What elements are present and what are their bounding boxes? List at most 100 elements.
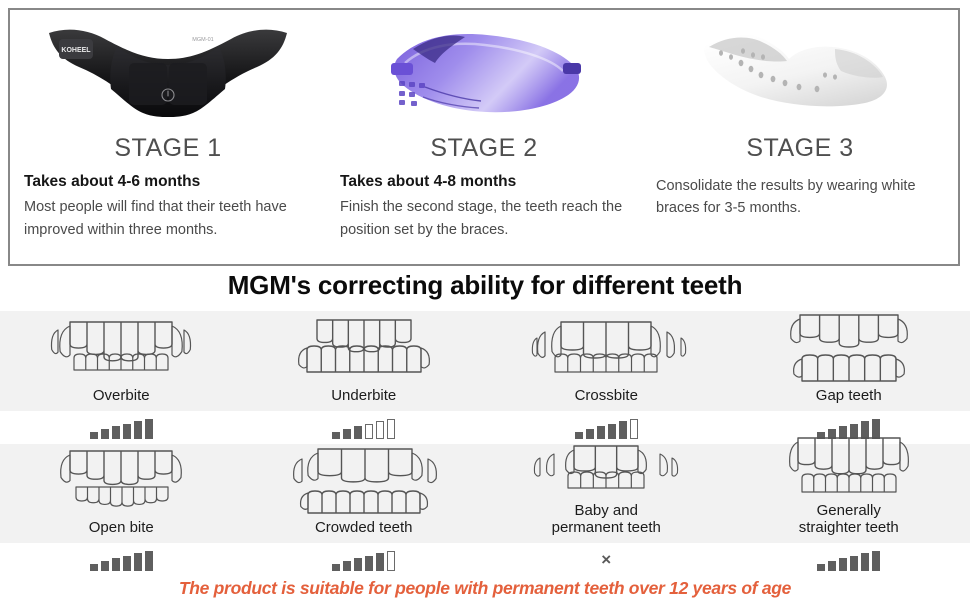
teeth-label: Underbite bbox=[331, 387, 396, 411]
rating-bar bbox=[365, 555, 374, 571]
teeth-illustration bbox=[485, 311, 728, 387]
rating-cell bbox=[485, 411, 728, 444]
teeth-straight-icon bbox=[788, 436, 909, 493]
teeth-label-line: Crossbite bbox=[574, 387, 638, 405]
teeth-label: Crowded teeth bbox=[315, 519, 413, 543]
rating-bar bbox=[111, 558, 120, 571]
rating-bar bbox=[133, 553, 142, 571]
stage-1-body: Most people will find that their teeth h… bbox=[24, 199, 287, 238]
teeth-overbite-icon bbox=[51, 321, 192, 371]
stage-1-title: STAGE 1 bbox=[114, 134, 222, 162]
rating-bar bbox=[354, 558, 363, 571]
teeth-cell-openbite: Open bite bbox=[0, 444, 243, 543]
rating-bar bbox=[376, 421, 385, 439]
rating-bar bbox=[574, 431, 583, 439]
rating-bar bbox=[387, 550, 396, 571]
rating-bar bbox=[133, 421, 142, 439]
teeth-cell-overbite: Overbite bbox=[0, 311, 243, 411]
rating-bar bbox=[144, 418, 153, 439]
teeth-label-line: Generally bbox=[816, 501, 881, 519]
teeth-label-line: Underbite bbox=[331, 387, 397, 405]
teeth-underbite-icon bbox=[297, 319, 430, 373]
rating-bar bbox=[365, 423, 374, 439]
rating-bar bbox=[111, 426, 120, 439]
rating-bar bbox=[122, 423, 131, 439]
stage-1-heading: Takes about 4-6 months bbox=[24, 173, 201, 190]
rating-bars bbox=[89, 549, 153, 571]
rating-bar bbox=[861, 553, 870, 571]
rating-bar bbox=[122, 555, 131, 571]
teeth-illustration bbox=[0, 444, 243, 519]
teeth-mixed-dentition-icon bbox=[534, 444, 679, 489]
rating-bar bbox=[828, 428, 837, 439]
teeth-illustration bbox=[485, 440, 728, 502]
rating-cell bbox=[728, 543, 970, 576]
rating-bar bbox=[144, 550, 153, 571]
teeth-crossbite-icon bbox=[532, 321, 687, 373]
teeth-label-line: Crowded teeth bbox=[314, 519, 413, 537]
teeth-crowded-icon bbox=[292, 448, 437, 515]
teeth-cell-gap: Gap teeth bbox=[728, 311, 970, 411]
rating-bars bbox=[332, 417, 396, 439]
teeth-illustration bbox=[728, 311, 970, 387]
teeth-illustration bbox=[0, 311, 243, 387]
stage-1-device-image: KOHEEL MGM-01 bbox=[24, 16, 312, 132]
not-suitable-x-icon: × bbox=[601, 549, 612, 569]
teeth-cell-underbite: Underbite bbox=[243, 311, 486, 411]
rating-bar bbox=[618, 421, 627, 439]
rating-cell bbox=[243, 411, 486, 444]
rating-bar bbox=[861, 421, 870, 439]
rating-bar bbox=[817, 563, 826, 571]
teeth-label-line: permanent teeth bbox=[551, 519, 661, 537]
rating-cell bbox=[0, 411, 243, 444]
stage-2-device-image bbox=[340, 16, 628, 132]
rating-bar bbox=[828, 560, 837, 571]
rating-bar bbox=[354, 426, 363, 439]
rating-bar bbox=[332, 431, 341, 439]
teeth-openbite-icon bbox=[60, 449, 183, 507]
teeth-illustration bbox=[243, 443, 486, 519]
rating-bars bbox=[817, 417, 881, 439]
rating-bar bbox=[100, 428, 109, 439]
rating-bar bbox=[839, 426, 848, 439]
rating-bar bbox=[89, 563, 98, 571]
teeth-cell-crowded: Crowded teeth bbox=[243, 444, 486, 543]
rating-bar bbox=[387, 418, 396, 439]
device-brand-label: KOHEEL bbox=[61, 47, 91, 54]
rating-bar bbox=[607, 423, 616, 439]
disclaimer-text: The product is suitable for people with … bbox=[178, 578, 792, 598]
stages-panel: KOHEEL MGM-01 STAGE 1 Takes about 4-6 mo… bbox=[8, 8, 960, 266]
teeth-label: Open bite bbox=[89, 519, 154, 543]
rating-bars bbox=[332, 549, 396, 571]
stage-card-3: STAGE 3 Consolidate the results by weari… bbox=[642, 10, 958, 264]
rating-bars bbox=[817, 549, 881, 571]
rating-bars bbox=[89, 417, 153, 439]
teeth-row-1-rating-band bbox=[0, 411, 970, 444]
stage-3-title: STAGE 3 bbox=[746, 134, 854, 162]
teeth-label-line: straighter teeth bbox=[798, 519, 899, 537]
stage-3-device-image bbox=[656, 16, 944, 132]
rating-bar bbox=[839, 558, 848, 571]
teeth-label: Crossbite bbox=[575, 387, 638, 411]
rating-bar bbox=[872, 418, 881, 439]
teeth-illustration bbox=[728, 432, 970, 502]
stage-2-body: Finish the second stage, the teeth reach… bbox=[340, 199, 623, 238]
rating-bar bbox=[343, 428, 352, 439]
rating-cell bbox=[728, 411, 970, 444]
stage-card-2: STAGE 2 Takes about 4-8 months Finish th… bbox=[326, 10, 642, 264]
teeth-row-2-rating-band: × bbox=[0, 543, 970, 576]
white-perforated-retainer-icon bbox=[703, 34, 887, 107]
rating-bar bbox=[596, 426, 605, 439]
rating-bar bbox=[850, 555, 859, 571]
rating-bar bbox=[850, 423, 859, 439]
teeth-label-line: Open bite bbox=[88, 519, 154, 537]
rating-bar bbox=[629, 418, 638, 439]
rating-bar bbox=[817, 431, 826, 439]
teeth-gap-icon bbox=[789, 314, 908, 382]
rating-bar bbox=[89, 431, 98, 439]
